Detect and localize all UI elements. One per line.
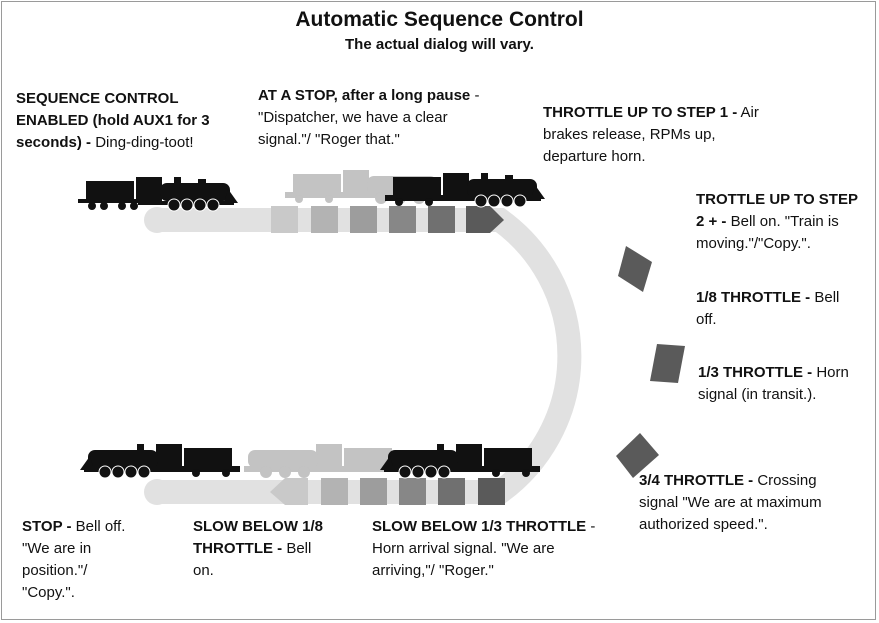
curve-arrow xyxy=(650,344,685,383)
locomotive-ghost-bottom xyxy=(244,444,400,478)
step-square xyxy=(350,206,377,233)
step-square xyxy=(478,478,505,505)
step-square xyxy=(321,478,348,505)
step-square xyxy=(389,206,416,233)
diagram-subtitle: The actual dialog will vary. xyxy=(345,36,534,53)
step-square xyxy=(311,206,338,233)
label-at-stop: AT A STOP, after a long pause - "Dispatc… xyxy=(258,87,480,148)
step-arrow xyxy=(466,206,504,233)
label-throttle-step-2: TROTTLE UP TO STEP 2 + - Bell on. "Train… xyxy=(696,191,858,252)
label-throttle-step-1: THROTTLE UP TO STEP 1 - Air brakes relea… xyxy=(543,104,759,165)
bottom-throttle-steps xyxy=(270,478,505,505)
step-square xyxy=(438,478,465,505)
locomotive-stop xyxy=(80,444,240,479)
label-slow-below-one-eighth: SLOW BELOW 1/8 THROTTLE - Bell on. xyxy=(193,518,324,579)
step-square xyxy=(399,478,426,505)
diagram-title: Automatic Sequence Control xyxy=(295,8,584,31)
label-one-eighth-throttle: 1/8 THROTTLE - Bell off. xyxy=(696,289,840,328)
curve-arrow xyxy=(618,246,652,292)
locomotive-start xyxy=(78,177,238,212)
locomotive-depart xyxy=(385,173,545,208)
label-one-third-throttle: 1/3 THROTTLE - Horn signal (in transit.)… xyxy=(698,364,849,403)
label-slow-below-one-third: SLOW BELOW 1/3 THROTTLE - Horn arrival s… xyxy=(372,518,596,579)
label-sequence-enabled: SEQUENCE CONTROL ENABLED (hold AUX1 for … xyxy=(16,90,210,151)
step-square xyxy=(428,206,455,233)
top-throttle-steps xyxy=(271,206,504,233)
step-square xyxy=(271,206,298,233)
label-stop: STOP - Bell off. "We are in position."/ … xyxy=(22,518,126,601)
step-square xyxy=(360,478,387,505)
locomotive-arrive xyxy=(380,444,540,479)
label-three-quarter-throttle: 3/4 THROTTLE - Crossing signal "We are a… xyxy=(639,472,822,533)
start-dot xyxy=(144,207,170,233)
step-arrow xyxy=(270,478,308,505)
curve-arrow xyxy=(616,433,659,478)
end-dot xyxy=(144,479,170,505)
curve-arrows xyxy=(616,246,685,478)
